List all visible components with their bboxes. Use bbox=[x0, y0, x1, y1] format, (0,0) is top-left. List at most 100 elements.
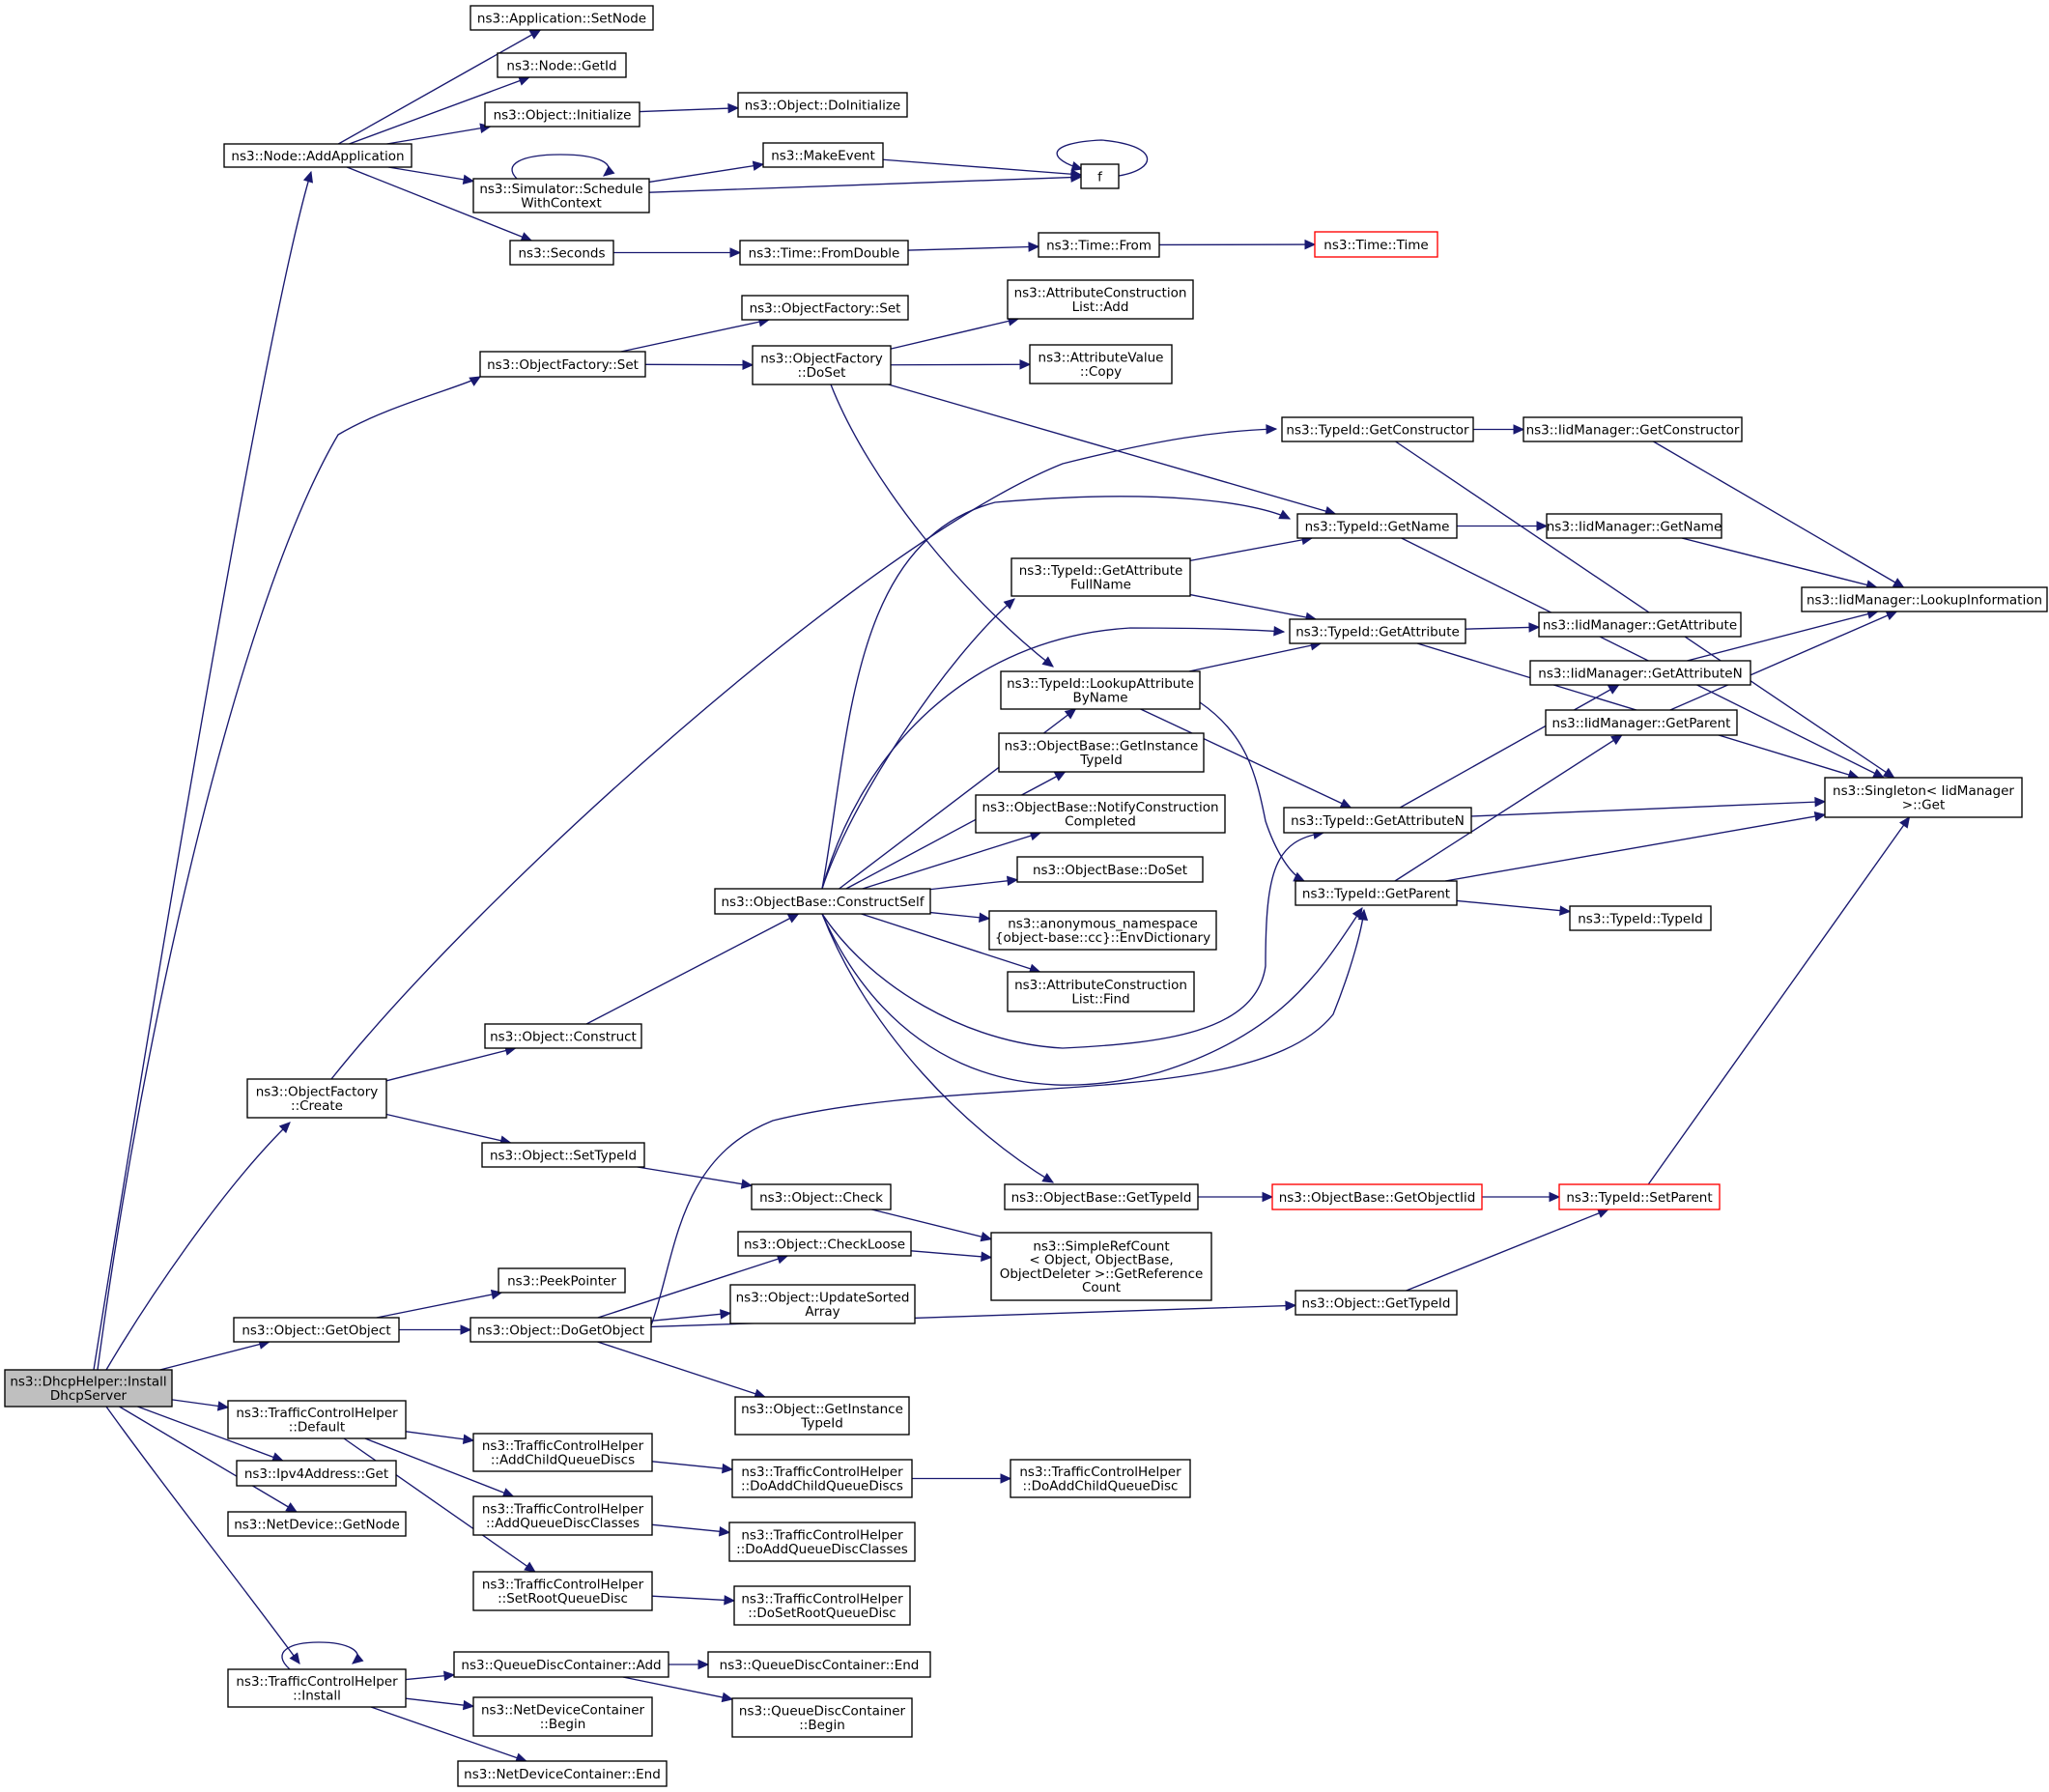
edge-line bbox=[1681, 537, 1877, 588]
function-node[interactable]: ns3::SimpleRefCount< Object, ObjectBase,… bbox=[990, 1232, 1212, 1301]
node-label: ns3::SimpleRefCount bbox=[1033, 1239, 1169, 1255]
function-node[interactable]: ns3::TrafficControlHelper::DoAddChildQue… bbox=[1010, 1459, 1191, 1498]
function-node[interactable]: ns3::Time::From bbox=[1038, 232, 1160, 258]
function-node[interactable]: ns3::IidManager::GetParent bbox=[1545, 709, 1738, 736]
node-label: ns3::IidManager::GetParent bbox=[1552, 716, 1731, 731]
node-box bbox=[1016, 856, 1204, 883]
function-node[interactable]: ns3::IidManager::GetAttribute bbox=[1538, 612, 1742, 638]
node-label: ns3::TrafficControlHelper bbox=[1019, 1465, 1181, 1480]
function-node[interactable]: ns3::TrafficControlHelper::DoAddQueueDis… bbox=[728, 1522, 916, 1562]
function-node[interactable]: ns3::TrafficControlHelper::Install bbox=[227, 1668, 407, 1708]
function-node[interactable]: ns3::Object::CheckLoose bbox=[737, 1231, 912, 1257]
function-node[interactable]: ns3::Object::Check bbox=[751, 1183, 892, 1210]
node-box bbox=[1271, 1183, 1483, 1210]
function-node[interactable]: ns3::PeekPointer bbox=[498, 1267, 626, 1294]
function-node[interactable]: ns3::anonymous_namespace{object-base::cc… bbox=[988, 910, 1217, 951]
function-node[interactable]: ns3::TypeId::SetParent bbox=[1558, 1183, 1721, 1210]
function-node[interactable]: ns3::Application::SetNode bbox=[470, 5, 654, 31]
function-node[interactable]: ns3::QueueDiscContainer::Add bbox=[453, 1651, 669, 1678]
function-node[interactable]: ns3::Object::GetObject bbox=[233, 1317, 400, 1343]
function-node[interactable]: ns3::Node::GetId bbox=[497, 52, 627, 78]
function-node[interactable]: ns3::Time::Time bbox=[1314, 231, 1438, 258]
function-node[interactable]: ns3::AttributeValue::Copy bbox=[1029, 344, 1173, 384]
node-label: ns3::IidManager::GetAttributeN bbox=[1538, 666, 1742, 681]
function-node[interactable]: f bbox=[1080, 163, 1120, 189]
function-node[interactable]: ns3::NetDeviceContainer::End bbox=[457, 1760, 668, 1787]
function-node[interactable]: ns3::Time::FromDouble bbox=[739, 240, 909, 266]
function-node[interactable]: ns3::TrafficControlHelper::AddQueueDiscC… bbox=[472, 1495, 653, 1536]
function-node[interactable]: ns3::TrafficControlHelper::AddChildQueue… bbox=[472, 1433, 653, 1472]
function-node[interactable]: ns3::TypeId::GetName bbox=[1296, 513, 1458, 539]
node-label: ns3::QueueDiscContainer::End bbox=[720, 1658, 920, 1673]
function-node[interactable]: ns3::NetDevice::GetNode bbox=[227, 1511, 407, 1537]
node-label: Array bbox=[805, 1304, 840, 1320]
call-edge-n1-n9 bbox=[346, 166, 533, 242]
function-node[interactable]: ns3::ObjectFactory::Set bbox=[741, 295, 909, 321]
function-node[interactable]: ns3::QueueDiscContainer::End bbox=[707, 1651, 931, 1678]
function-node[interactable]: ns3::Node::AddApplication bbox=[223, 143, 413, 168]
function-node[interactable]: ns3::ObjectBase::NotifyConstructionCompl… bbox=[975, 794, 1226, 834]
function-node[interactable]: ns3::TrafficControlHelper::Default bbox=[227, 1400, 407, 1439]
function-node[interactable]: ns3::QueueDiscContainer::Begin bbox=[731, 1697, 913, 1738]
call-edge-n6-n7 bbox=[648, 160, 765, 184]
function-node[interactable]: ns3::Object::DoGetObject bbox=[470, 1317, 652, 1343]
function-node[interactable]: ns3::ObjectBase::DoSet bbox=[1016, 856, 1204, 883]
node-label: ns3::TypeId::TypeId bbox=[1578, 911, 1703, 926]
node-label: >::Get bbox=[1902, 797, 1945, 812]
function-node[interactable]: ns3::TypeId::GetAttribute bbox=[1289, 618, 1466, 644]
arrowhead bbox=[302, 170, 314, 184]
function-node[interactable]: ns3::ObjectBase::GetTypeId bbox=[1004, 1183, 1199, 1210]
node-label: ns3::Time::Time bbox=[1323, 238, 1428, 253]
function-node[interactable]: ns3::Ipv4Address::Get bbox=[236, 1460, 397, 1487]
arrowhead bbox=[1285, 1300, 1297, 1311]
function-node[interactable]: ns3::ObjectBase::GetObjectIid bbox=[1271, 1183, 1483, 1210]
function-node[interactable]: ns3::TypeId::GetConstructor bbox=[1281, 416, 1474, 442]
function-node[interactable]: ns3::TypeId::GetParent bbox=[1295, 880, 1458, 906]
function-node[interactable]: ns3::IidManager::LookupInformation bbox=[1801, 586, 2048, 612]
function-node[interactable]: ns3::ObjectFactory::DoSet bbox=[752, 345, 892, 385]
function-node[interactable]: ns3::IidManager::GetConstructor bbox=[1523, 416, 1743, 442]
function-node[interactable]: ns3::Object::Initialize bbox=[484, 101, 640, 128]
node-box bbox=[472, 1495, 653, 1536]
edge-line bbox=[650, 1312, 731, 1323]
function-node[interactable]: ns3::Object::GetTypeId bbox=[1295, 1290, 1458, 1316]
function-node[interactable]: ns3::Object::SetTypeId bbox=[481, 1142, 645, 1168]
function-node[interactable]: ns3::TrafficControlHelper::DoSetRootQueu… bbox=[733, 1585, 911, 1626]
function-node[interactable]: ns3::IidManager::GetName bbox=[1546, 513, 1722, 539]
function-node[interactable]: ns3::ObjectBase::ConstructSelf bbox=[714, 888, 931, 915]
function-node[interactable]: ns3::Object::Construct bbox=[484, 1023, 642, 1049]
function-node[interactable]: ns3::TrafficControlHelper::DoAddChildQue… bbox=[731, 1459, 913, 1498]
function-node[interactable]: ns3::Object::DoInitialize bbox=[737, 92, 908, 118]
node-box bbox=[479, 351, 646, 378]
node-box bbox=[1523, 416, 1743, 442]
node-box bbox=[497, 52, 627, 78]
arrowhead bbox=[1006, 875, 1019, 887]
function-node[interactable]: ns3::TypeId::GetAttributeN bbox=[1283, 807, 1472, 834]
node-label: ns3::ObjectFactory bbox=[760, 352, 883, 367]
call-edge-n8-n8 bbox=[1056, 139, 1148, 177]
arrowhead bbox=[1885, 611, 1898, 621]
function-node[interactable]: ns3::TrafficControlHelper::SetRootQueueD… bbox=[472, 1571, 653, 1611]
node-label: ns3::Singleton< IidManager bbox=[1833, 783, 2014, 799]
function-node[interactable]: ns3::ObjectFactory::Create bbox=[246, 1078, 387, 1119]
node-label: ns3::IidManager::GetConstructor bbox=[1526, 422, 1740, 438]
arrowhead bbox=[1070, 172, 1083, 183]
function-node[interactable]: ns3::TypeId::TypeId bbox=[1569, 905, 1712, 931]
function-node[interactable]: ns3::IidManager::GetAttributeN bbox=[1529, 660, 1751, 686]
function-node[interactable]: ns3::MakeEvent bbox=[762, 142, 884, 168]
node-label: ns3::IidManager::GetName bbox=[1547, 519, 1722, 534]
function-node[interactable]: ns3::NetDeviceContainer::Begin bbox=[472, 1696, 653, 1737]
node-box bbox=[707, 1651, 931, 1678]
function-node[interactable]: ns3::ObjectFactory::Set bbox=[479, 351, 646, 378]
function-node[interactable]: ns3::Seconds bbox=[509, 240, 614, 266]
function-node[interactable]: ns3::Singleton< IidManager >::Get bbox=[1824, 777, 2023, 818]
